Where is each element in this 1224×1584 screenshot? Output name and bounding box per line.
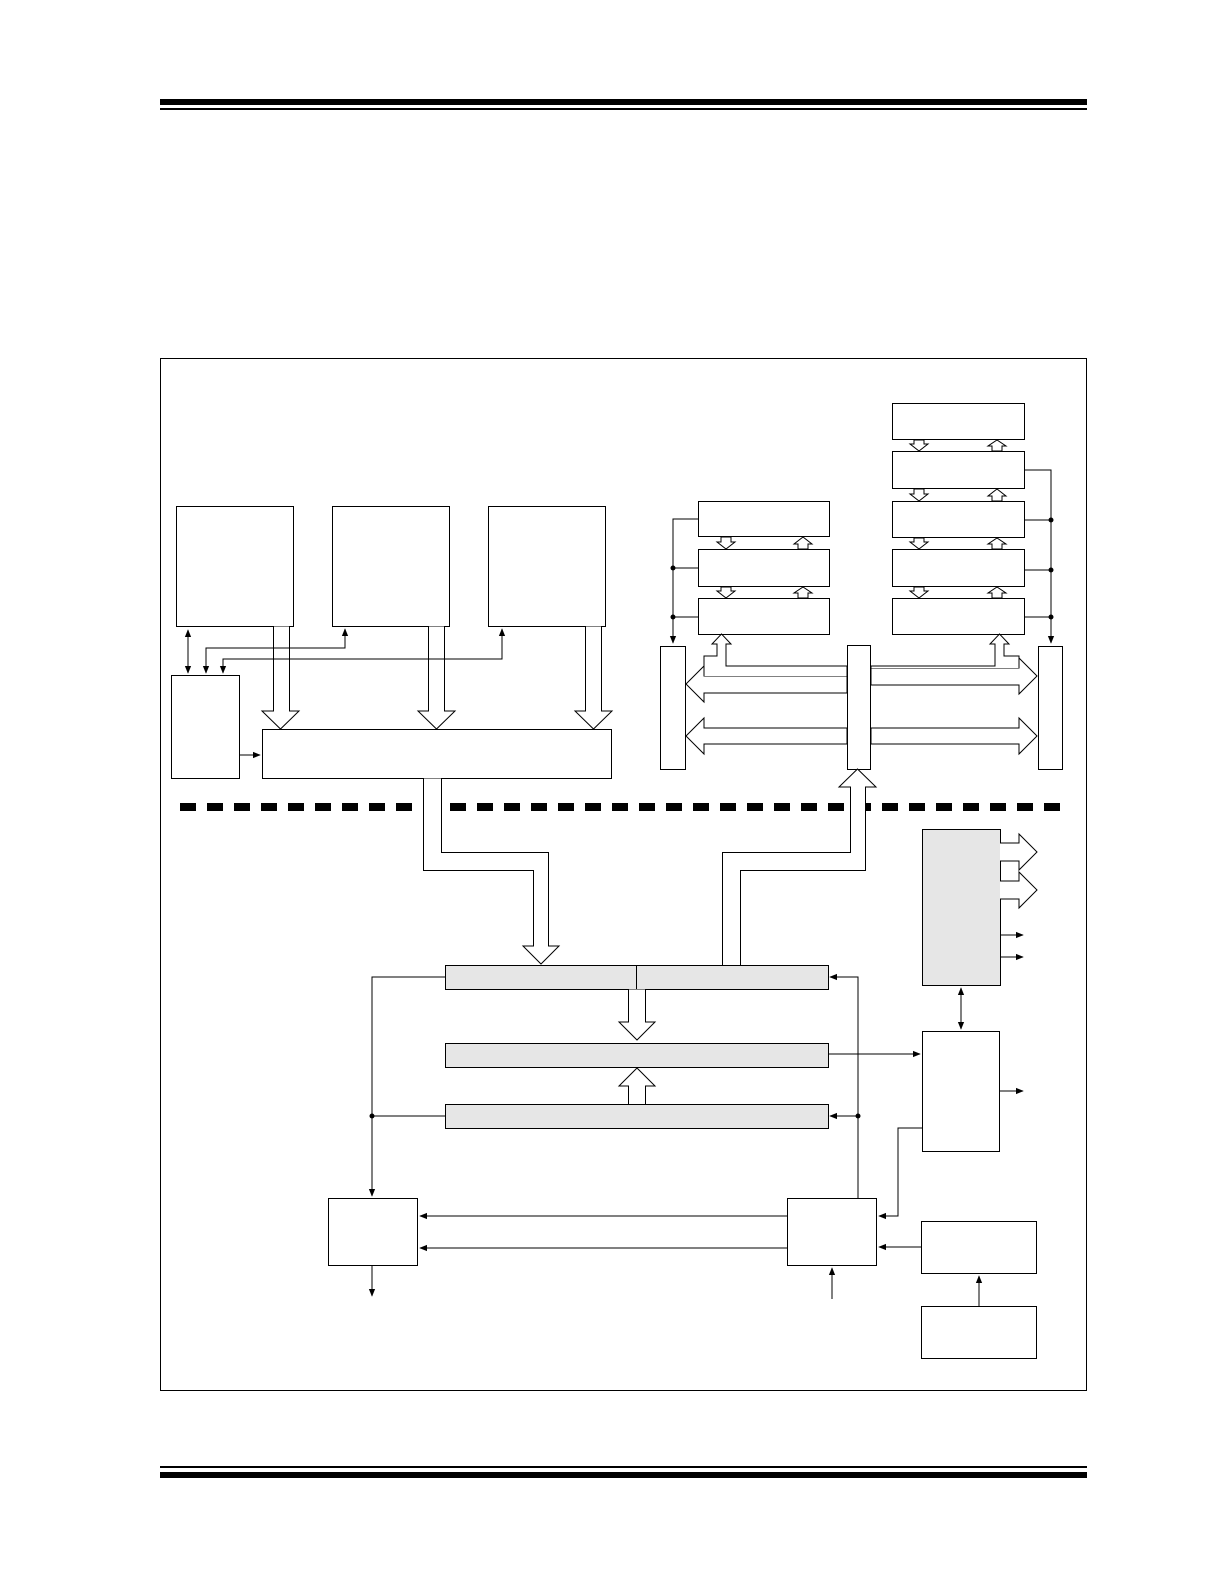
bus-bar-left — [660, 646, 686, 770]
reg-r3 — [892, 501, 1025, 538]
reg-m3 — [698, 598, 830, 635]
reg-r5 — [892, 598, 1025, 635]
block-output — [328, 1198, 418, 1266]
wide-arrow-c — [573, 626, 614, 730]
reg-r4 — [892, 549, 1025, 587]
io-out-arrow-2 — [1000, 870, 1038, 910]
wide-arrow-reg-down — [617, 989, 657, 1041]
footer-rule-thin — [160, 1466, 1087, 1468]
stack-link-right — [870, 633, 1020, 668]
block-source-b — [921, 1306, 1037, 1359]
header-rule-thin — [160, 108, 1087, 110]
block-b — [332, 506, 450, 627]
signal-lines — [184, 469, 1055, 1306]
inter-register-arrows — [715, 439, 1008, 599]
bus-bar-middle — [847, 645, 871, 770]
block-interconnect — [262, 729, 612, 779]
io-out-arrow-1 — [1000, 832, 1038, 872]
reg-m1 — [698, 501, 830, 537]
block-controller — [171, 675, 240, 779]
reg-m2 — [698, 549, 830, 587]
reg-wide-top-right — [636, 965, 829, 990]
block-a — [176, 506, 294, 627]
wide-arrow-up-bus — [722, 768, 878, 965]
header-rule-thick — [160, 99, 1087, 105]
bus-arrow-right-2 — [870, 716, 1038, 756]
wide-arrow-a — [260, 626, 301, 730]
reg-wide-top-left — [445, 965, 637, 990]
stack-link-left — [703, 633, 848, 676]
wide-arrow-reg-up — [617, 1067, 657, 1104]
bus-arrow-left-2 — [685, 716, 848, 756]
block-timer — [922, 1031, 1000, 1152]
reg-wide-middle — [445, 1043, 829, 1068]
reg-r2 — [892, 451, 1025, 489]
block-c — [488, 506, 606, 627]
footer-rule-thick — [160, 1472, 1087, 1478]
wide-arrow-b — [416, 626, 457, 730]
figure-frame — [160, 358, 1087, 1391]
wide-arrow-down-bus — [423, 778, 561, 965]
reg-wide-bottom — [445, 1104, 829, 1129]
bus-bar-right — [1038, 646, 1063, 770]
reg-r1 — [892, 403, 1025, 440]
block-io-shaded — [922, 829, 1001, 986]
junction-dots — [369, 517, 1054, 1119]
block-source-a — [921, 1221, 1037, 1274]
block-control — [787, 1198, 877, 1266]
